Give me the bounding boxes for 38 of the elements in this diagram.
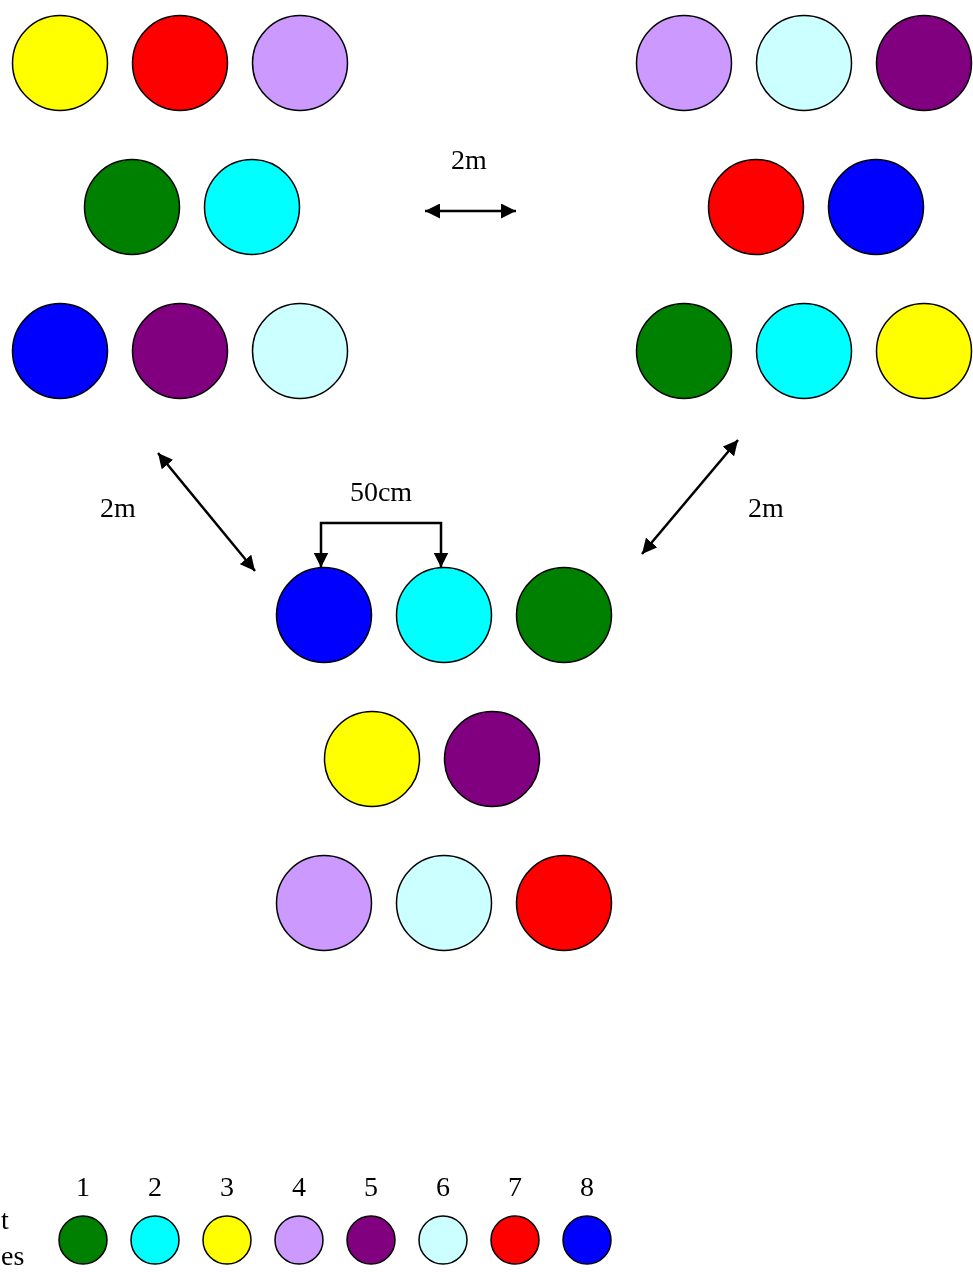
colored-disc	[11, 14, 109, 112]
colored-disc	[515, 566, 613, 664]
legend-label: 2	[148, 1173, 162, 1201]
colored-disc	[131, 302, 229, 400]
colored-disc	[323, 710, 421, 808]
colored-disc	[251, 14, 349, 112]
colored-disc	[635, 14, 733, 112]
dimension-label: 2m	[451, 146, 487, 174]
dimension-label: 2m	[100, 494, 136, 522]
colored-disc	[275, 566, 373, 664]
colored-disc	[275, 854, 373, 952]
dimension-arrow	[313, 521, 449, 568]
colored-disc	[83, 158, 181, 256]
legend-label: 7	[508, 1173, 522, 1201]
legend-label: 3	[220, 1173, 234, 1201]
colored-disc	[131, 14, 229, 112]
legend-label: 5	[364, 1173, 378, 1201]
colored-disc	[515, 854, 613, 952]
colored-disc	[875, 302, 973, 400]
legend-label: 6	[436, 1173, 450, 1201]
colored-disc	[443, 710, 541, 808]
colored-disc	[635, 302, 733, 400]
legend-title-fragment: t	[1, 1206, 9, 1234]
legend-label: 1	[76, 1173, 90, 1201]
colored-disc	[707, 158, 805, 256]
colored-disc	[827, 158, 925, 256]
colored-disc	[875, 14, 973, 112]
colored-disc	[11, 302, 109, 400]
colored-disc	[251, 302, 349, 400]
legend-label: 4	[292, 1173, 306, 1201]
legend-title-fragment: es	[1, 1242, 25, 1270]
colored-disc	[395, 566, 493, 664]
colored-disc	[755, 14, 853, 112]
dimension-label: 2m	[748, 494, 784, 522]
legend-label: 8	[580, 1173, 594, 1201]
colored-disc	[395, 854, 493, 952]
colored-disc	[203, 158, 301, 256]
colored-disc	[755, 302, 853, 400]
